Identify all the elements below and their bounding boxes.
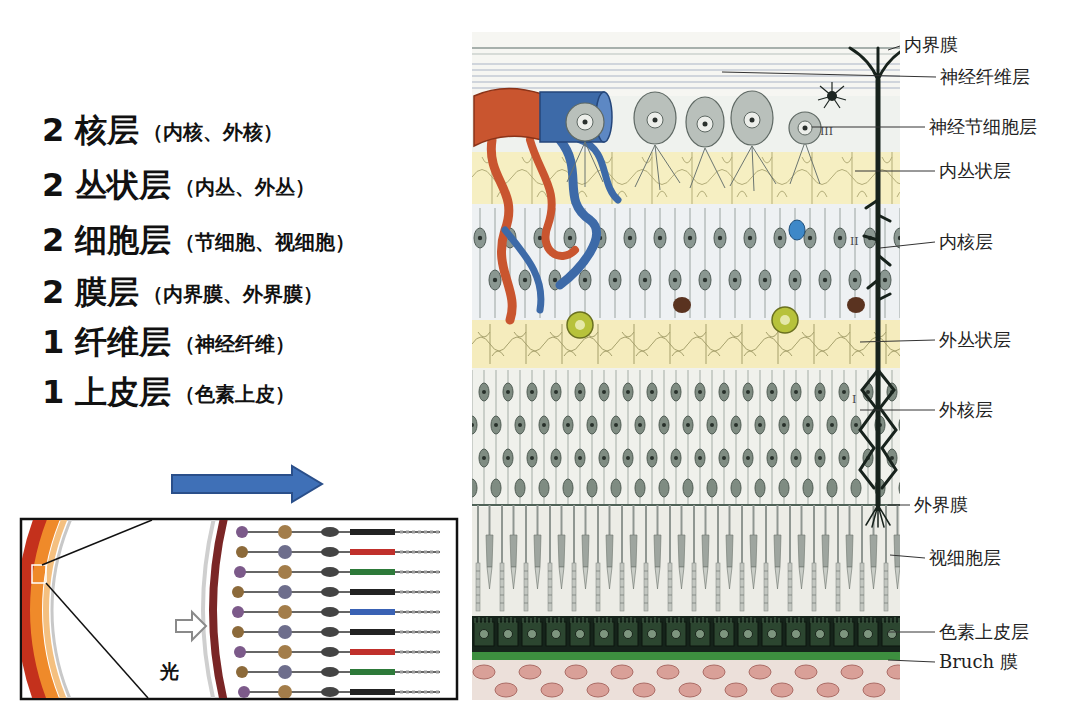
layer-label: 外界膜	[914, 495, 968, 516]
layer-summary-note: （内界膜、外界膜）	[143, 283, 323, 306]
layer-label: 神经节细胞层	[929, 117, 1037, 138]
layer-summary: 2 细胞层	[42, 222, 171, 259]
layer-label: 神经纤维层	[940, 67, 1030, 88]
layer-label: 外丛状层	[939, 330, 1011, 351]
layer-label: 外核层	[939, 400, 993, 421]
cell-numeral: I	[852, 394, 856, 407]
layer-summary: 2 核层	[42, 112, 139, 149]
layer-summary-note: （内丛、外丛）	[175, 176, 315, 199]
layer-label: 内核层	[939, 232, 993, 253]
layer-label: 视细胞层	[929, 548, 1001, 569]
layer-summary: 2 丛状层	[42, 167, 171, 204]
layer-summary-note: （节细胞、视细胞）	[175, 231, 355, 254]
cell-numeral: III	[820, 126, 833, 139]
layer-label: 内界膜	[904, 35, 958, 56]
layer-label: 色素上皮层	[939, 622, 1029, 643]
layer-summary-note: （神经纤维）	[175, 333, 295, 356]
light-label: 光	[160, 661, 179, 683]
layer-label: Bruch 膜	[939, 652, 1018, 673]
layer-summary: 1 纤维层	[42, 324, 171, 361]
layer-summary: 1 上皮层	[42, 374, 171, 411]
layer-label: 内丛状层	[939, 161, 1011, 182]
layer-summary-note: （色素上皮）	[175, 383, 295, 406]
layer-summary-note: （内核、外核）	[143, 121, 283, 144]
layer-summary: 2 膜层	[42, 274, 139, 311]
cell-numeral: II	[850, 236, 859, 249]
